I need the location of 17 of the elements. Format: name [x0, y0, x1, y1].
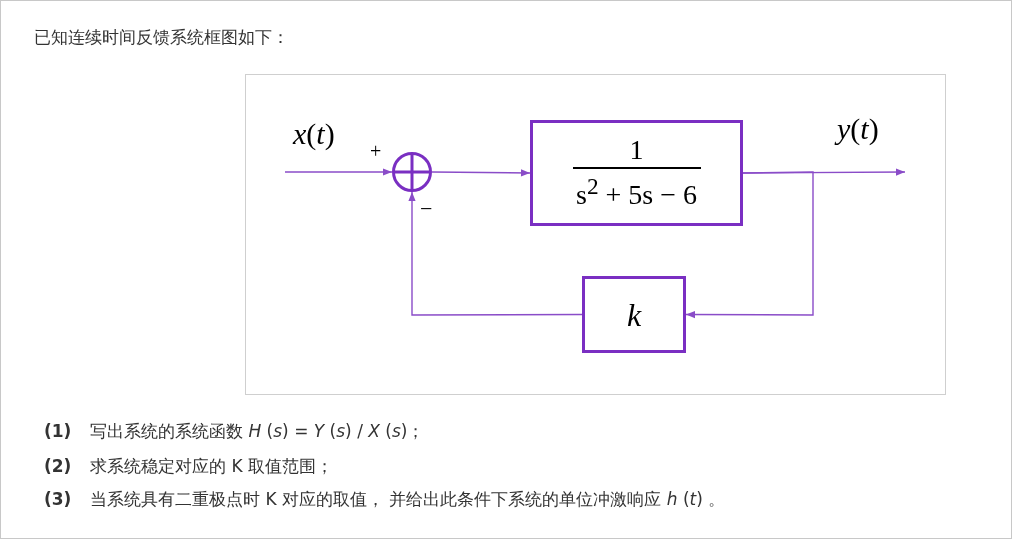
- sign-label: +: [370, 140, 382, 163]
- question-text: 已知连续时间反馈系统框图如下：: [34, 26, 289, 49]
- arrow: [431, 169, 531, 177]
- signal-label: x(t): [293, 117, 335, 151]
- question-text: 当系统具有二重极点时 K 对应的取值， 并给出此条件下系统的单位冲激响应 h (t) 。: [90, 488, 726, 511]
- item-number: (2): [44, 456, 72, 476]
- summing-junction: [392, 152, 432, 192]
- item-number: (1): [44, 421, 72, 441]
- transfer-function-box: 1 s$^{2}$ + 5s − 6: [530, 120, 743, 226]
- question-text: 写出系统的系统函数 H (s) = Y (s) / X (s)；: [90, 420, 425, 443]
- question-text: 求系统稳定对应的 K 取值范围；: [90, 455, 333, 478]
- gain-box: k: [582, 276, 686, 353]
- arrow: [408, 191, 583, 316]
- arrow: [284, 168, 393, 176]
- sign-label: −: [420, 196, 433, 222]
- arrow: [685, 171, 814, 319]
- item-number: (3): [44, 489, 72, 509]
